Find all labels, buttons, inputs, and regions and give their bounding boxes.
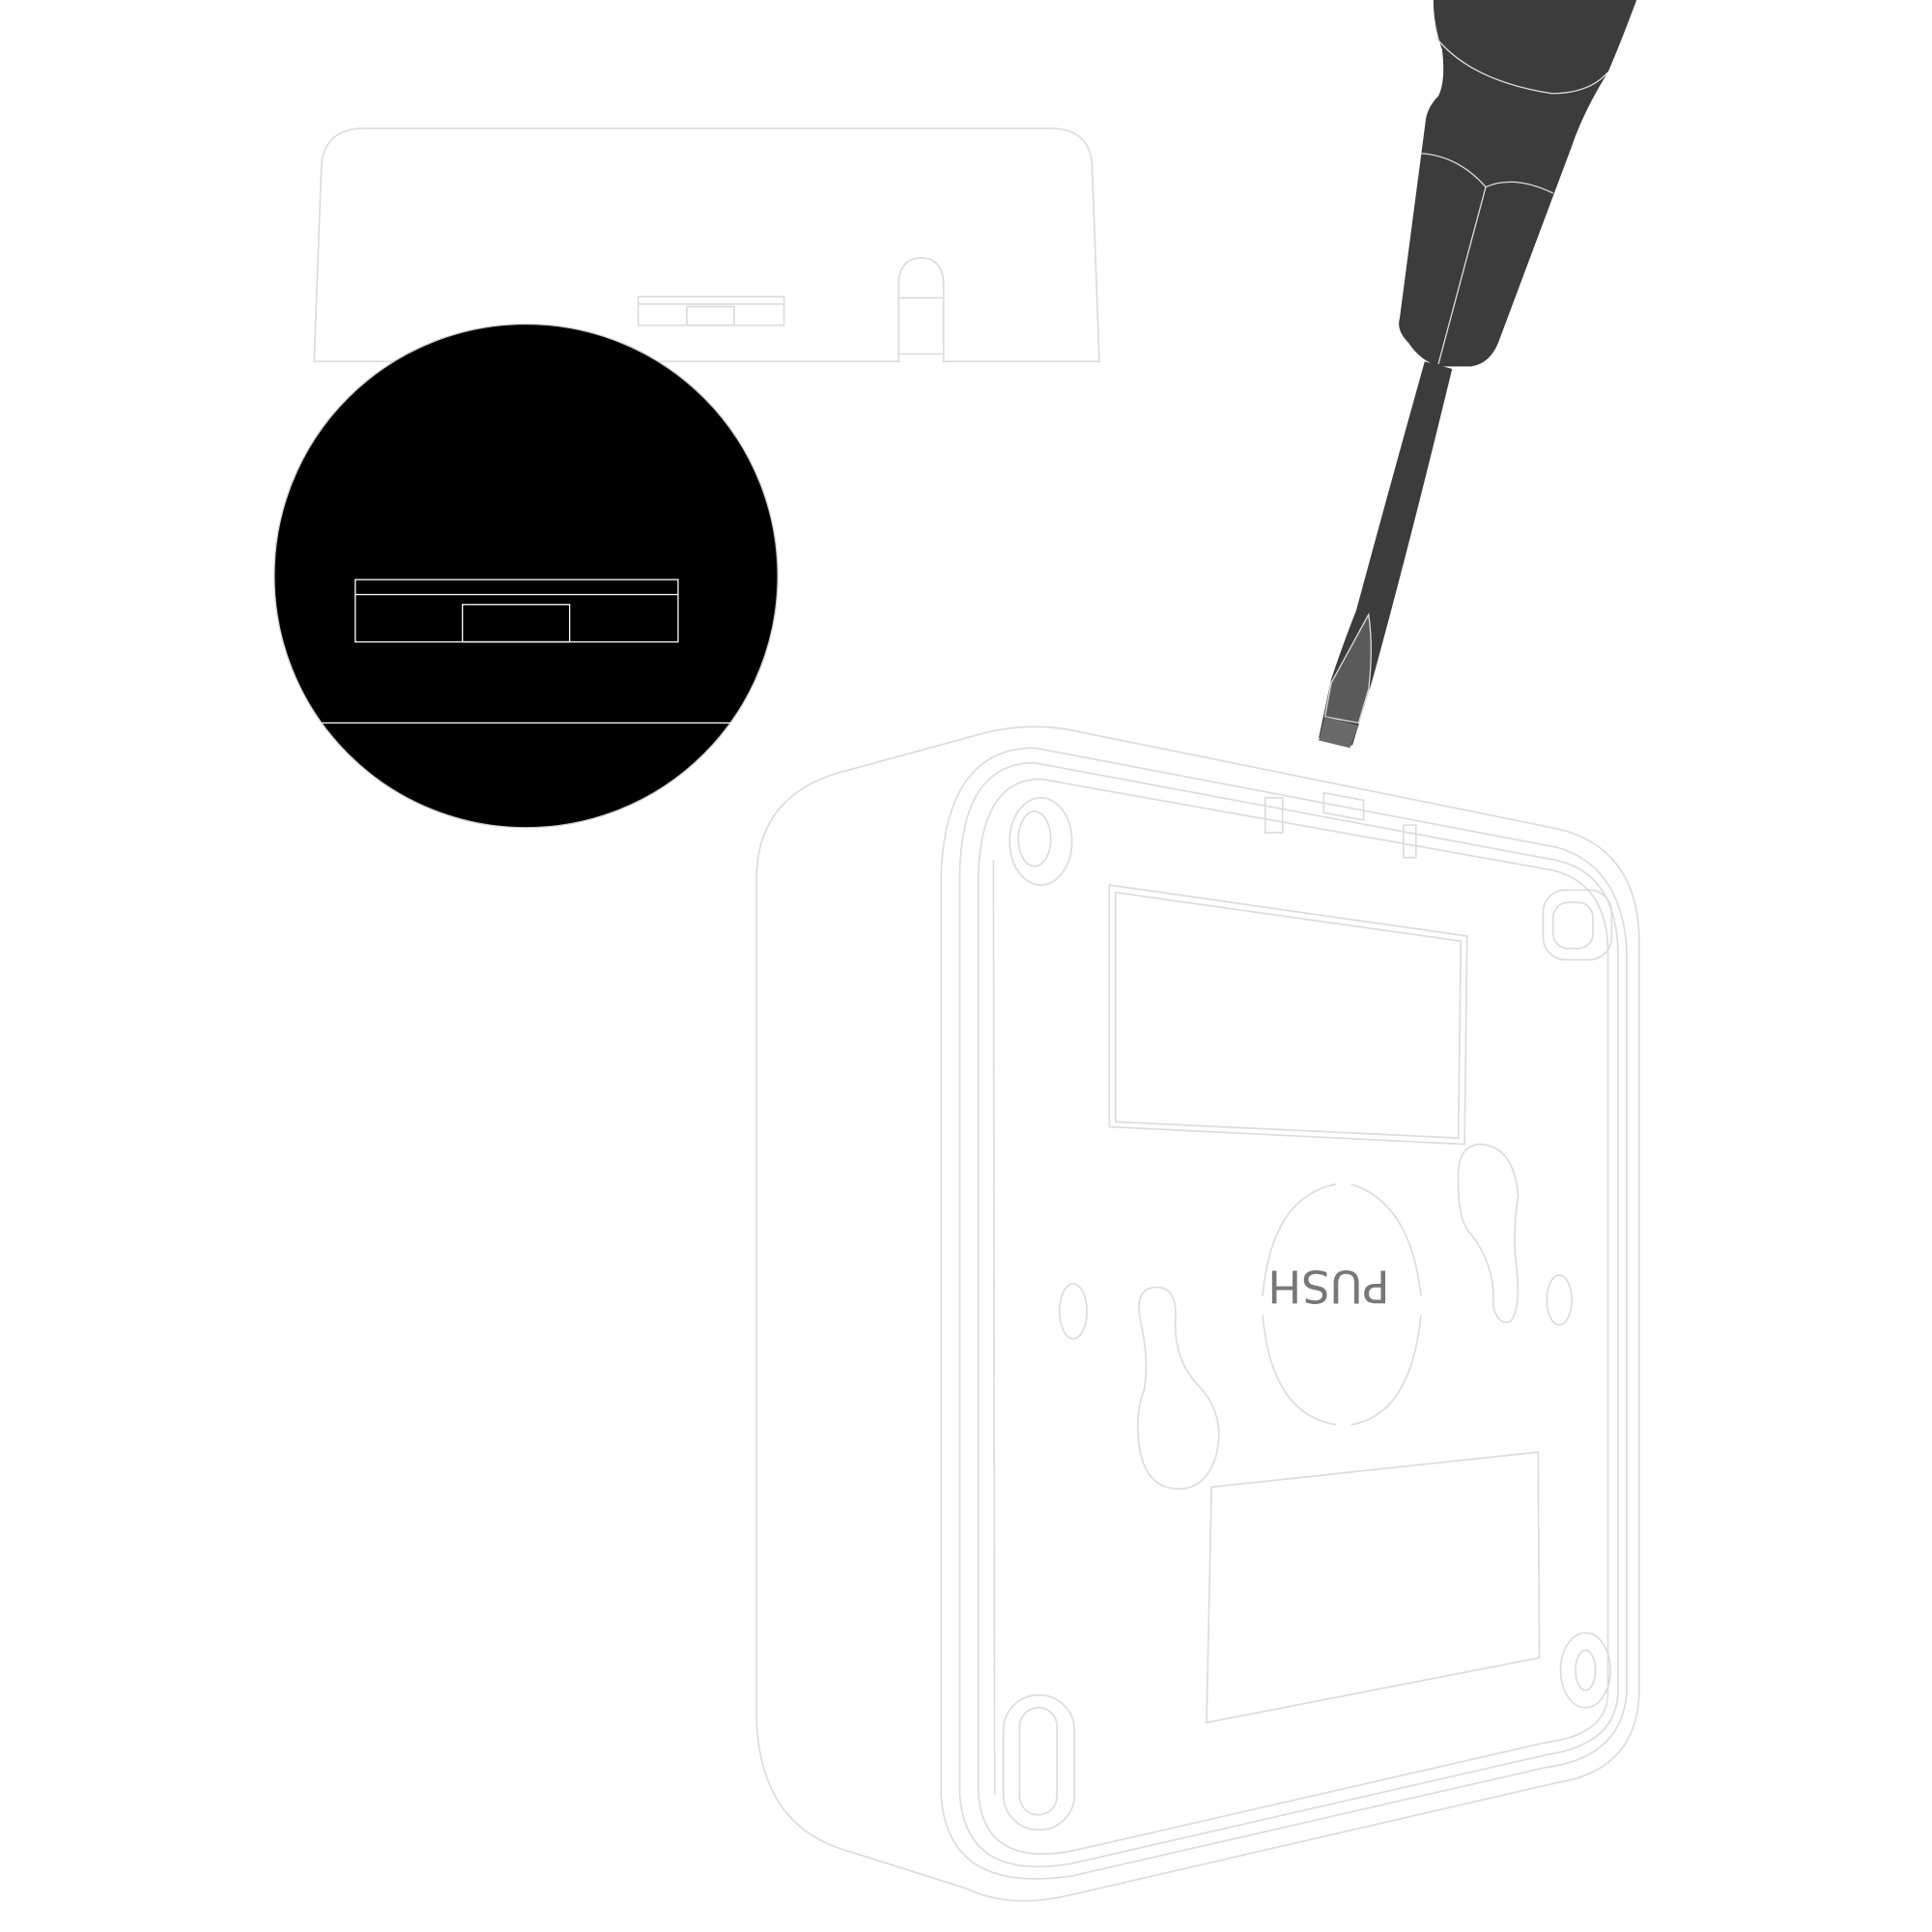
push-label: PUSH xyxy=(1267,1261,1389,1313)
device-lid-side-view xyxy=(313,128,1100,363)
device-back-housing: PUSH xyxy=(755,725,1640,1902)
magnified-detail-circle xyxy=(273,323,779,829)
screwdriver-icon xyxy=(1319,0,1637,749)
